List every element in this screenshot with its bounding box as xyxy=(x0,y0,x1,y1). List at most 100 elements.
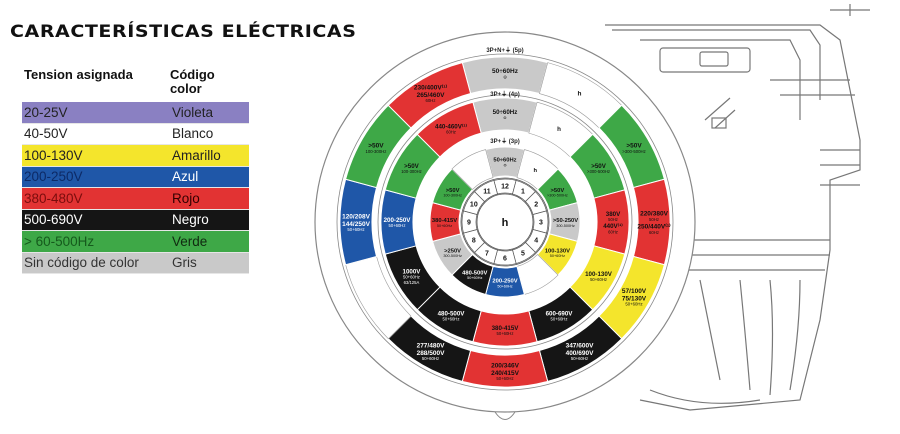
segment-label: 440V⁽¹⁾ xyxy=(603,223,623,230)
segment-label: 380V xyxy=(606,211,621,218)
clock-number: 1 xyxy=(521,188,525,195)
legend-row: Sin código de color Gris xyxy=(22,252,249,274)
legend-voltage: Sin código de color xyxy=(24,255,139,271)
segment-label: 50+60Hz xyxy=(467,276,482,280)
segment-label: 480-500V xyxy=(462,270,487,276)
segment-5p-pos-11 xyxy=(387,62,472,129)
segment-label: 57/100V xyxy=(622,288,647,295)
ring-label: 3P+N+⏚ (5p) xyxy=(486,47,523,54)
legend-color-name: Blanco xyxy=(172,126,214,142)
segment-label: 200-250V xyxy=(384,217,412,224)
segment-label: 200/346V xyxy=(491,362,519,369)
segment-label: 50+60Hz xyxy=(571,356,588,361)
clock-cell xyxy=(474,180,498,202)
segment-label: 277/480V xyxy=(417,342,445,349)
segment-label: 50+60Hz xyxy=(389,223,406,228)
legend-color-name: Violeta xyxy=(172,104,214,120)
segment-label: 50+60Hz xyxy=(550,254,565,258)
segment-label: 50+60Hz xyxy=(437,224,452,228)
segment-label: >50V xyxy=(368,143,384,150)
segment-label: >300-500Hz xyxy=(547,194,568,198)
segment-label: 50+60Hz xyxy=(497,284,512,288)
header-voltage: Tension asignada xyxy=(24,67,133,82)
segment-3p-pos-11 xyxy=(451,149,494,190)
segment-label: 380-415V xyxy=(492,325,520,332)
segment-label: 240/415V xyxy=(491,370,519,377)
segment-label: 50+60Hz xyxy=(347,227,364,232)
segment-label: 100-300Hz xyxy=(365,149,386,154)
segment-label: h xyxy=(578,91,582,98)
clock-number: 9 xyxy=(467,220,471,227)
segment-label: 380-415V xyxy=(432,218,457,224)
segment-label: 144/250V xyxy=(342,221,370,228)
segment-label: 60Hz xyxy=(649,230,659,235)
hub xyxy=(476,193,534,251)
ring-label: 3P+⏚ (3p) xyxy=(490,138,520,145)
clock-number: 2 xyxy=(534,202,538,209)
segment-label: >300-500Hz xyxy=(622,149,646,154)
segment-label: 50+60Hz xyxy=(422,356,439,361)
segment-label: h xyxy=(557,126,561,133)
segment-label: 100-300Hz xyxy=(401,169,422,174)
legend-row: 200-250V Azul xyxy=(22,166,249,188)
legend-color-name: Verde xyxy=(172,233,208,249)
legend-header: Tension asignada Código color xyxy=(22,68,249,102)
segment-label: >50V xyxy=(626,143,642,150)
segment-label: 288/500V xyxy=(417,350,445,357)
segment-label: >50V xyxy=(404,163,419,170)
segment-label: ⊜ xyxy=(503,74,507,79)
header-color: Código color xyxy=(169,67,215,96)
segment-label: 265/460V xyxy=(417,92,445,99)
page-title: CARACTERÍSTICAS ELÉCTRICAS xyxy=(10,22,357,42)
middle-ring-border xyxy=(377,94,633,350)
segment-label: >250V xyxy=(444,248,461,254)
segment-label: >50V xyxy=(446,188,460,194)
segment-label: 50Hz xyxy=(608,217,618,222)
outer-ring-border xyxy=(336,53,674,391)
segment-label: 300-500Hz xyxy=(443,254,462,258)
segment-label: >50-250V xyxy=(553,218,578,224)
legend-row: > 60-500Hz Verde xyxy=(22,231,249,253)
legend-voltage: 20-25V xyxy=(24,104,68,120)
legend-voltage: > 60-500Hz xyxy=(24,233,95,249)
segment-label: 60Hz xyxy=(425,98,435,103)
segment-label: 250/440V⁽¹⁾ xyxy=(637,223,671,231)
segment-label: 100-300Hz xyxy=(443,194,462,198)
legend-row: 20-25V Violeta xyxy=(22,102,249,124)
segment-label: >300-500Hz xyxy=(587,169,610,174)
clock-number: 3 xyxy=(539,220,543,227)
legend-voltage: 500-690V xyxy=(24,212,83,228)
segment-label: 50+60Hz xyxy=(497,331,514,336)
segment-label: 60Hz xyxy=(608,229,618,234)
hub-label: h xyxy=(502,217,509,229)
plate-tab xyxy=(494,411,516,420)
segment-label: 600-690V xyxy=(546,311,574,318)
clock-number: 10 xyxy=(470,202,478,209)
clock-number: 5 xyxy=(521,251,525,258)
clock-number: 8 xyxy=(472,238,476,245)
segment-label: ⊜ xyxy=(503,163,506,167)
segment-label: 50+60Hz xyxy=(590,277,607,282)
segment-label: 220/380V xyxy=(640,211,668,218)
segment-label: 50+60Hz xyxy=(551,317,568,322)
plug-outline-drawing xyxy=(605,4,870,411)
clock-number: 11 xyxy=(483,188,491,195)
segment-label: 50÷60Hz xyxy=(493,158,516,164)
legend-voltage: 200-250V xyxy=(24,169,83,185)
legend-color-name: Gris xyxy=(172,255,197,271)
segment-label: 50+60Hz xyxy=(496,376,513,381)
clock-number: 4 xyxy=(534,238,538,245)
segment-5p-pos-3 xyxy=(632,178,671,266)
segment-label: 1000V xyxy=(403,268,422,275)
segment-label: 100-130V xyxy=(585,271,613,278)
legend-voltage: 40-50V xyxy=(24,126,68,142)
legend-color-name: Azul xyxy=(172,169,199,185)
legend-color-name: Amarillo xyxy=(172,147,221,163)
segment-label: 50÷60Hz xyxy=(492,68,519,75)
clock-number: 7 xyxy=(485,251,489,258)
segment-label: h xyxy=(533,168,537,174)
segment-label: 75/130V xyxy=(622,295,647,302)
